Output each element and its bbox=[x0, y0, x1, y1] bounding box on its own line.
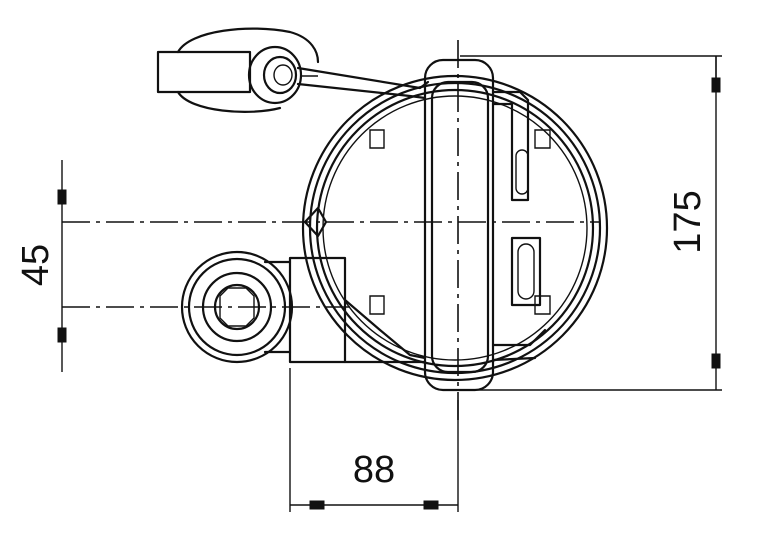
dimension-88-label: 88 bbox=[353, 449, 395, 491]
dimension-175-label: 175 bbox=[667, 190, 709, 253]
center-lines bbox=[62, 40, 600, 420]
dimension-45-label: 45 bbox=[15, 244, 57, 286]
central-column bbox=[423, 58, 547, 392]
dimension-88: 88 bbox=[289, 368, 459, 512]
valve-body-circle bbox=[301, 74, 609, 382]
float-arm bbox=[156, 27, 430, 113]
dimension-45: 45 bbox=[15, 160, 67, 372]
dimension-175: 175 bbox=[460, 55, 722, 391]
